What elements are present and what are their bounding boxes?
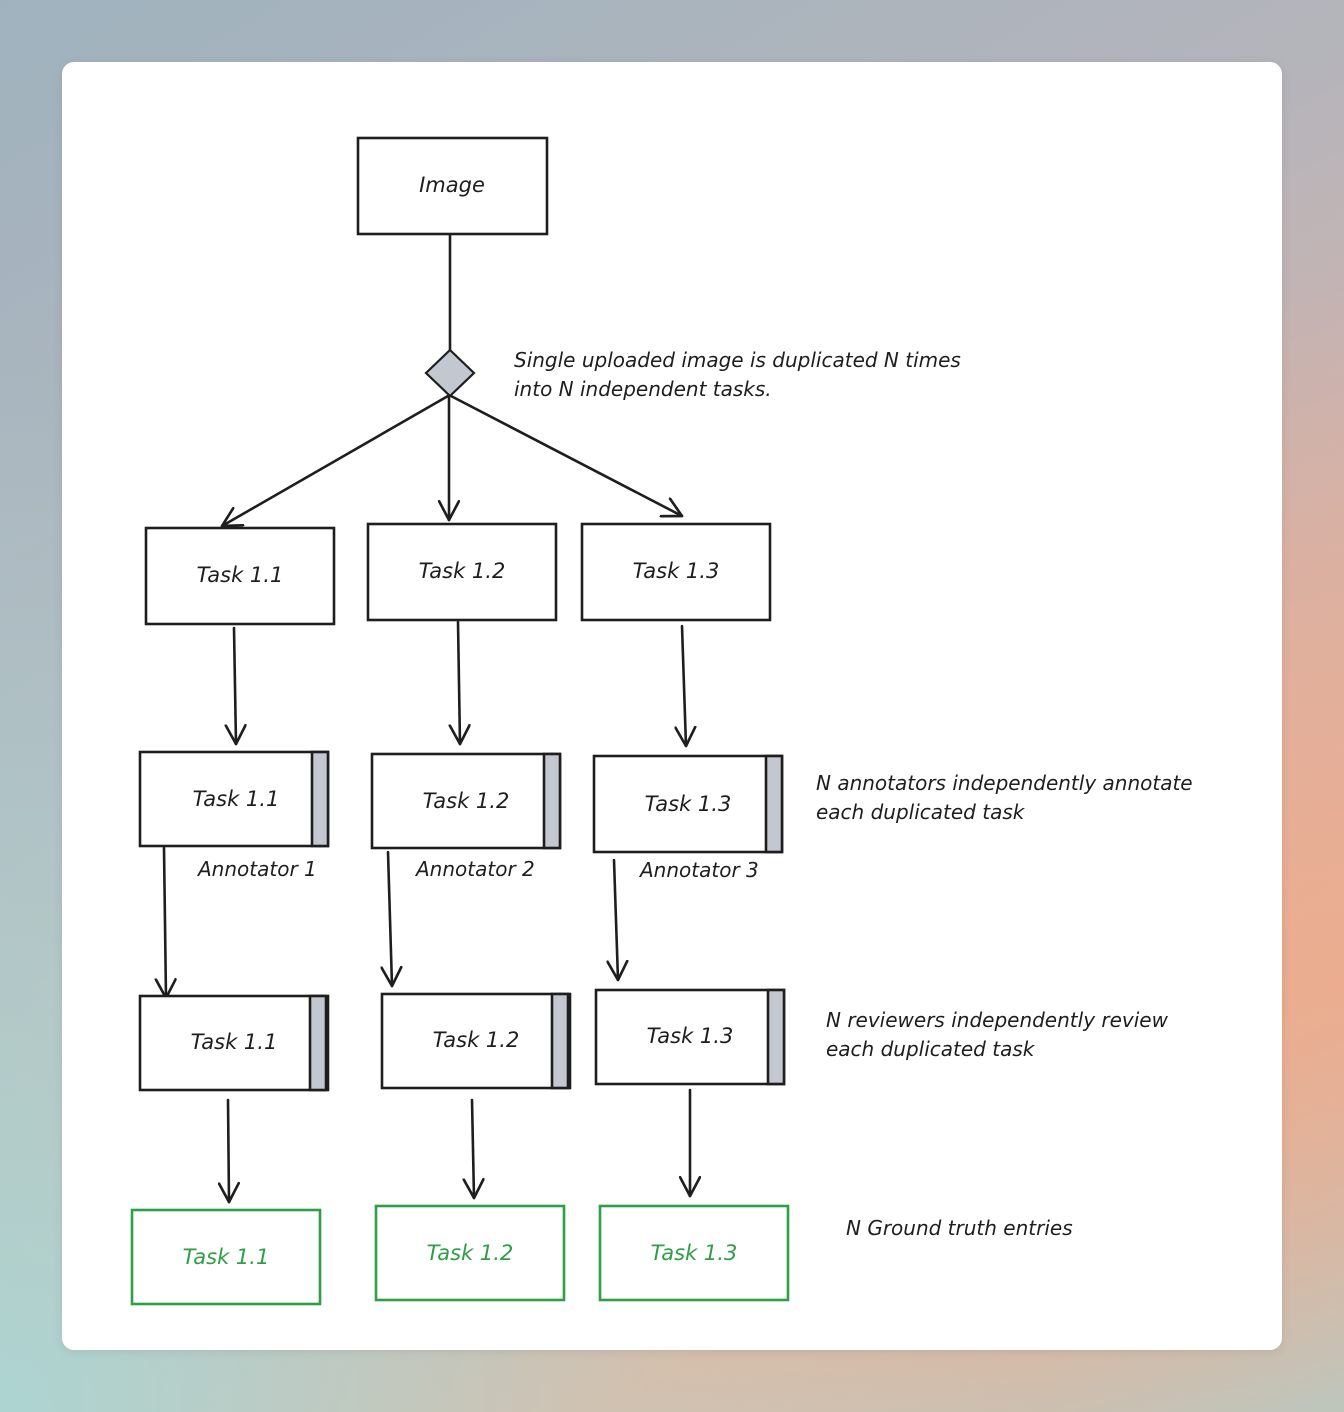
annotate-note: N annotators independently annotate each… bbox=[816, 771, 1199, 824]
task-node-label: Task 1.3 bbox=[633, 559, 720, 583]
image-node[interactable]: Image bbox=[356, 136, 549, 236]
reviewed-task-label: Task 1.2 bbox=[433, 1028, 520, 1052]
edge-reviewed-2-to-gt-2 bbox=[472, 1098, 474, 1198]
task-node-label: Task 1.2 bbox=[419, 559, 506, 583]
edge-annotated-2-to-reviewed-2 bbox=[388, 850, 392, 986]
task-node[interactable]: Task 1.2 bbox=[366, 522, 558, 622]
split-note-line-1: Single uploaded image is duplicated N ti… bbox=[514, 348, 961, 372]
annotator-marker bbox=[310, 750, 330, 848]
reviewer-marker bbox=[766, 988, 786, 1086]
reviewed-task-node[interactable]: Task 1.3 bbox=[594, 988, 786, 1086]
edge-annotated-1-to-reviewed-1 bbox=[164, 846, 166, 998]
edge-split-to-task-1 bbox=[222, 394, 450, 526]
task-node[interactable]: Task 1.3 bbox=[580, 522, 772, 622]
ground-truth-note: N Ground truth entries bbox=[846, 1216, 1073, 1240]
edge-reviewed-1-to-gt-1 bbox=[228, 1098, 229, 1202]
annotated-task-node[interactable]: Task 1.1 bbox=[138, 750, 330, 848]
review-note: N reviewers independently review each du… bbox=[826, 1008, 1174, 1061]
annotator-marker bbox=[542, 752, 562, 850]
ground-truth-label: Task 1.2 bbox=[427, 1241, 514, 1265]
annotate-note-line-1: N annotators independently annotate bbox=[816, 771, 1193, 795]
ground-truth-label: Task 1.3 bbox=[651, 1241, 738, 1265]
annotator-label: Annotator 1 bbox=[196, 857, 317, 881]
annotator-label: Annotator 2 bbox=[414, 857, 535, 881]
edge-task-3-to-annotated-3 bbox=[682, 624, 686, 746]
annotated-task-label: Task 1.2 bbox=[423, 789, 510, 813]
annotator-marker bbox=[764, 754, 784, 854]
ground-truth-node[interactable]: Task 1.3 bbox=[598, 1204, 790, 1302]
edge-annotated-3-to-reviewed-3 bbox=[614, 858, 618, 980]
edge-task-2-to-annotated-2 bbox=[458, 620, 460, 744]
ground-truth-node[interactable]: Task 1.2 bbox=[374, 1204, 566, 1302]
review-note-line-1: N reviewers independently review bbox=[826, 1008, 1169, 1032]
ground-truth-label: Task 1.1 bbox=[183, 1245, 270, 1269]
reviewed-task-label: Task 1.3 bbox=[647, 1024, 734, 1048]
task-node-label: Task 1.1 bbox=[197, 563, 284, 587]
reviewed-task-node[interactable]: Task 1.1 bbox=[138, 994, 330, 1092]
annotate-note-line-2: each duplicated task bbox=[816, 800, 1026, 824]
edge-split-to-task-3 bbox=[449, 394, 682, 516]
ground-truth-node[interactable]: Task 1.1 bbox=[130, 1208, 322, 1306]
image-node-label: Image bbox=[419, 173, 485, 197]
review-note-line-2: each duplicated task bbox=[826, 1037, 1036, 1061]
reviewed-task-label: Task 1.1 bbox=[191, 1030, 278, 1054]
reviewer-marker bbox=[550, 992, 570, 1090]
split-note-line-2: into N independent tasks. bbox=[514, 377, 772, 401]
reviewed-task-node[interactable]: Task 1.2 bbox=[380, 992, 572, 1090]
reviewer-marker bbox=[308, 994, 328, 1092]
split-diamond bbox=[424, 348, 476, 398]
annotated-task-node[interactable]: Task 1.2 bbox=[370, 752, 562, 850]
annotator-label: Annotator 3 bbox=[638, 858, 759, 882]
diagram-card bbox=[62, 62, 1282, 1350]
task-node[interactable]: Task 1.1 bbox=[144, 526, 336, 626]
split-note: Single uploaded image is duplicated N ti… bbox=[514, 348, 967, 401]
edge-task-1-to-annotated-1 bbox=[234, 626, 236, 744]
annotated-task-label: Task 1.3 bbox=[645, 792, 732, 816]
annotated-task-label: Task 1.1 bbox=[193, 787, 280, 811]
annotated-task-node[interactable]: Task 1.3 bbox=[592, 754, 784, 854]
